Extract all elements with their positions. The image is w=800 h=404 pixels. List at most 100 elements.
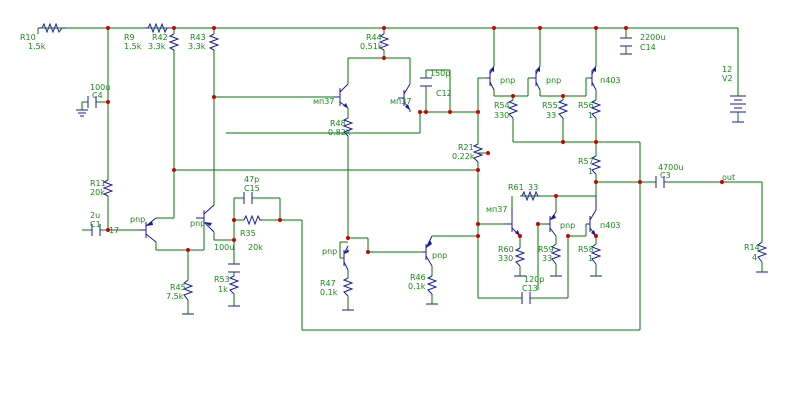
resistor-r59 (550, 243, 562, 265)
label-r42: R42 (152, 33, 168, 42)
transistor-pnp-input (140, 217, 157, 243)
label-r47: R47 (320, 279, 336, 288)
transistor-pnp-lower-right (546, 211, 557, 237)
label-r60: R60 (498, 245, 514, 254)
label-c3: C3 (660, 171, 671, 180)
resistor-r47 (342, 277, 354, 297)
resistor-r14 (756, 241, 768, 263)
capacitors (87, 37, 665, 304)
label-node-17: 17 (109, 226, 119, 235)
label-r58: R58 (578, 245, 594, 254)
label-out: out (722, 173, 735, 182)
label-r21: R21 (458, 143, 474, 152)
label-r10-value: 1.5k (28, 42, 46, 51)
label-r59: R59 (538, 245, 554, 254)
transistor-mp37b (398, 83, 411, 112)
label-r48: R48 (330, 119, 346, 128)
label-c15-value: 47p (244, 175, 259, 184)
label-pnp-lower-right: pnp (560, 221, 575, 230)
resistor-r45 (182, 279, 194, 301)
label-c1-value: 2u (90, 211, 100, 220)
resistor-r48 (342, 117, 354, 137)
label-r58-value: 1 (588, 254, 593, 263)
label-r54-value: 330 (494, 111, 509, 120)
resistor-r10 (38, 22, 66, 34)
capacitor-c100u (228, 263, 240, 273)
label-r55-value: 33 (546, 111, 556, 120)
label-r43: R43 (190, 33, 206, 42)
resistor-r46 (426, 275, 438, 295)
capacitor-c13 (521, 292, 531, 304)
label-r9: R9 (124, 33, 135, 42)
transistor-pnp-bottom-left (343, 245, 349, 271)
resistor-r42 (168, 33, 180, 51)
resistor-r9 (144, 22, 170, 34)
label-r47-value: 0.1k (320, 288, 338, 297)
label-r14: R14 (744, 243, 760, 252)
label-pnp-top2: pnp (546, 76, 561, 85)
transistor-p403-top (590, 65, 597, 91)
resistor-r54 (507, 99, 519, 119)
capacitor-c1 (91, 224, 101, 236)
resistor-r44 (378, 33, 390, 51)
label-p403-top: п403 (600, 76, 621, 85)
label-r55: R55 (542, 101, 558, 110)
label-pnp-top1: pnp (500, 76, 515, 85)
resistor-r57 (590, 155, 602, 175)
transistor-pnp-second (196, 204, 215, 233)
resistor-r53 (228, 275, 240, 295)
label-r35-value: 20k (248, 243, 263, 252)
resistor-r58 (590, 243, 602, 265)
label-c4-value: 100u (90, 83, 110, 92)
label-p403-bottom: п403 (600, 221, 621, 230)
label-c13-value: 120p (524, 275, 544, 284)
label-r61-value: 33 (528, 183, 538, 192)
transistor-mp37a (334, 83, 349, 109)
ground-symbols (76, 53, 768, 315)
label-pnp-input: pnp (130, 215, 145, 224)
transistor-pnp-top1 (486, 65, 495, 91)
resistor-r56 (590, 99, 602, 119)
transistor-pnp-r46 (422, 235, 433, 267)
label-c1: C1 (90, 220, 101, 229)
label-pnp-bottom-left: pnp (322, 247, 337, 256)
label-r53: R53 (214, 275, 230, 284)
label-c12-value: 150p (430, 69, 450, 78)
capacitor-c4 (87, 96, 97, 108)
transistor-mp37c (504, 208, 521, 237)
label-r35: R35 (240, 229, 256, 238)
label-r45: R45 (170, 283, 186, 292)
label-c13: C13 (522, 284, 538, 293)
capacitor-c14 (620, 37, 632, 47)
label-r56: R56 (578, 101, 594, 110)
wires (37, 27, 763, 331)
label-pnp-r46: pnp (432, 251, 447, 260)
resistor-r55 (557, 99, 569, 119)
label-r54: R54 (494, 101, 510, 110)
label-r46-value: 0.1k (408, 282, 426, 291)
label-r56-value: 1 (588, 111, 593, 120)
label-v2-value: 12 (722, 65, 732, 74)
label-c14-value: 2200u (640, 33, 665, 42)
label-mp37c: мп37 (486, 205, 507, 214)
capacitor-c3 (655, 176, 665, 188)
label-c100u: 100u (214, 243, 234, 252)
label-c15: C15 (244, 184, 260, 193)
label-v2: V2 (722, 74, 733, 83)
transistors (140, 65, 597, 271)
label-c4: C4 (92, 91, 103, 100)
capacitor-c12 (420, 77, 432, 87)
label-c3-value: 4700u (658, 163, 683, 172)
resistor-r35 (243, 214, 262, 226)
resistor-r43 (208, 33, 220, 51)
label-r60-value: 330 (498, 254, 513, 263)
resistor-r21 (472, 143, 484, 163)
transistor-pnp-top2 (532, 65, 541, 91)
label-r9-value: 1.5k (124, 42, 142, 51)
label-c14: C14 (640, 43, 656, 52)
label-r14-value: 4 (752, 253, 757, 262)
label-r11: R11 (90, 179, 106, 188)
label-r53-value: 1k (218, 285, 228, 294)
